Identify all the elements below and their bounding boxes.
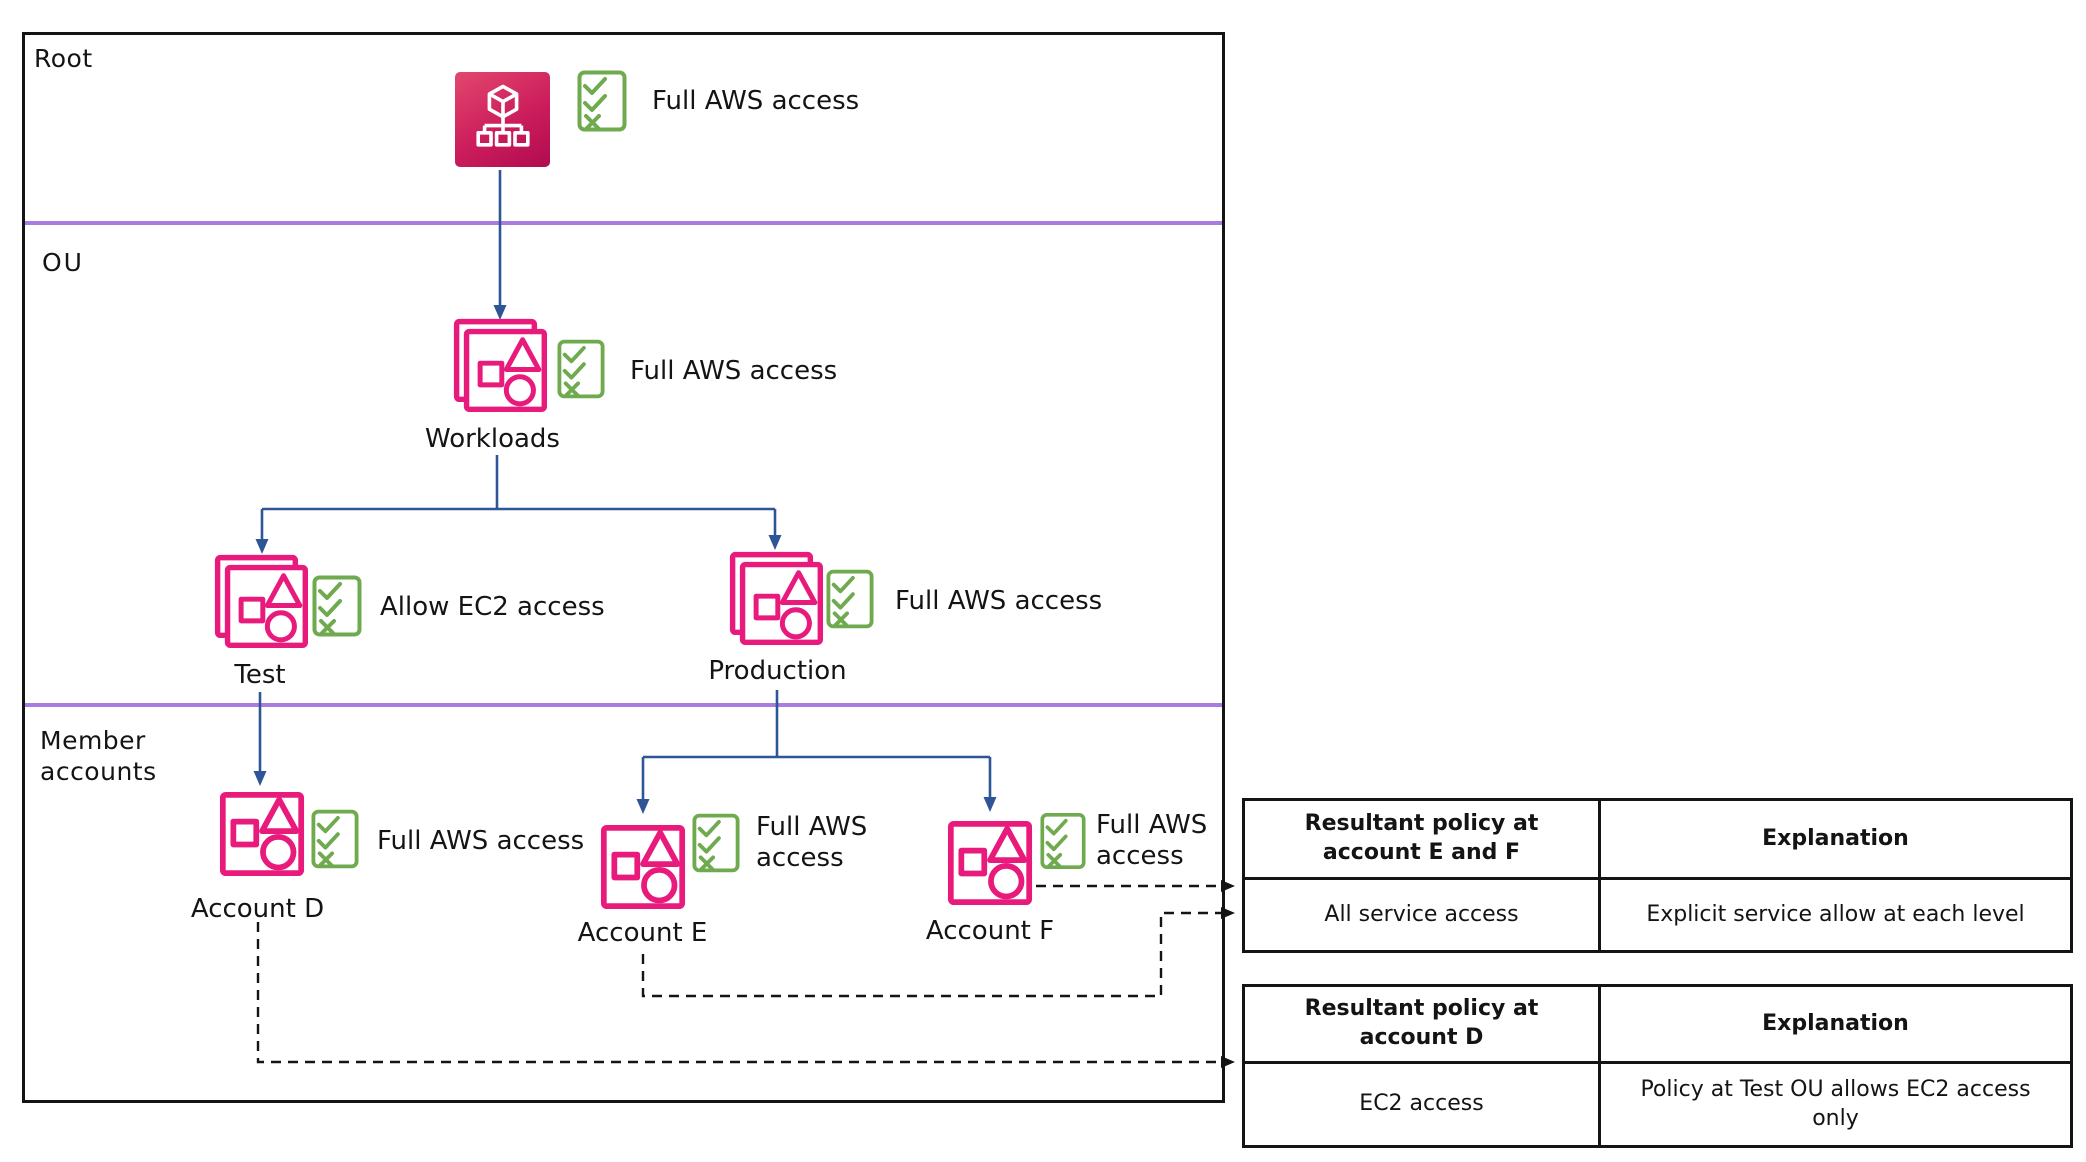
policy-checklist-icon xyxy=(312,574,362,638)
table-cell-explanation: Policy at Test OU allows EC2 access only xyxy=(1640,1076,2031,1131)
organizational-unit-icon xyxy=(214,554,308,648)
band-label-root: Root xyxy=(34,44,93,73)
account-d-policy-text: Full AWS access xyxy=(377,826,585,856)
table-cell-explanation: Explicit service allow at each level xyxy=(1646,901,2025,927)
policy-checklist-icon xyxy=(826,568,874,630)
band-label-member-accounts: Member accounts xyxy=(40,726,157,786)
test-policy-text: Allow EC2 access xyxy=(380,592,605,622)
production-policy-text: Full AWS access xyxy=(895,586,1103,616)
account-icon xyxy=(219,791,305,877)
organizational-unit-icon xyxy=(729,551,823,645)
account-d-label: Account D xyxy=(190,894,325,924)
table-header-resultant-policy-d: Resultant policy at account D xyxy=(1245,987,1601,1061)
account-f-policy-text: Full AWS access xyxy=(1096,810,1208,872)
table-header-resultant-policy-ef: Resultant policy at account E and F xyxy=(1245,801,1601,877)
account-e-label: Account E xyxy=(577,918,708,948)
table-cell-policy: EC2 access xyxy=(1245,1064,1601,1145)
policy-checklist-icon xyxy=(311,808,359,870)
table-header-explanation: Explanation xyxy=(1762,1010,1909,1036)
table-cell-policy: All service access xyxy=(1245,880,1601,950)
root-ou-separator-line xyxy=(25,221,1222,225)
policy-checklist-icon xyxy=(557,338,605,400)
organizations-icon xyxy=(455,72,550,167)
root-policy-text: Full AWS access xyxy=(652,86,860,116)
workloads-label: Workloads xyxy=(425,424,560,454)
test-label: Test xyxy=(234,660,286,690)
policy-checklist-icon xyxy=(577,70,627,132)
resultant-policy-table-d: Resultant policy at account D Explanatio… xyxy=(1242,984,2073,1148)
account-e-policy-text: Full AWS access xyxy=(756,812,868,874)
resultant-policy-table-e-f: Resultant policy at account E and F Expl… xyxy=(1242,798,2073,953)
account-f-label: Account F xyxy=(925,916,1055,946)
workloads-policy-text: Full AWS access xyxy=(630,356,838,386)
diagram-frame xyxy=(22,32,1225,1103)
production-label: Production xyxy=(708,656,847,686)
table-header-explanation: Explanation xyxy=(1762,825,1909,851)
dashed-arrow-account-e-to-table xyxy=(641,907,1235,998)
band-label-ou: OU xyxy=(42,248,84,277)
policy-checklist-icon xyxy=(1040,810,1086,872)
organizational-unit-icon xyxy=(453,318,547,412)
dashed-arrow-account-d-to-table xyxy=(256,922,1235,1068)
account-icon xyxy=(600,824,686,910)
ou-member-separator-line xyxy=(25,703,1222,707)
account-icon xyxy=(947,820,1033,906)
policy-checklist-icon xyxy=(692,812,740,874)
